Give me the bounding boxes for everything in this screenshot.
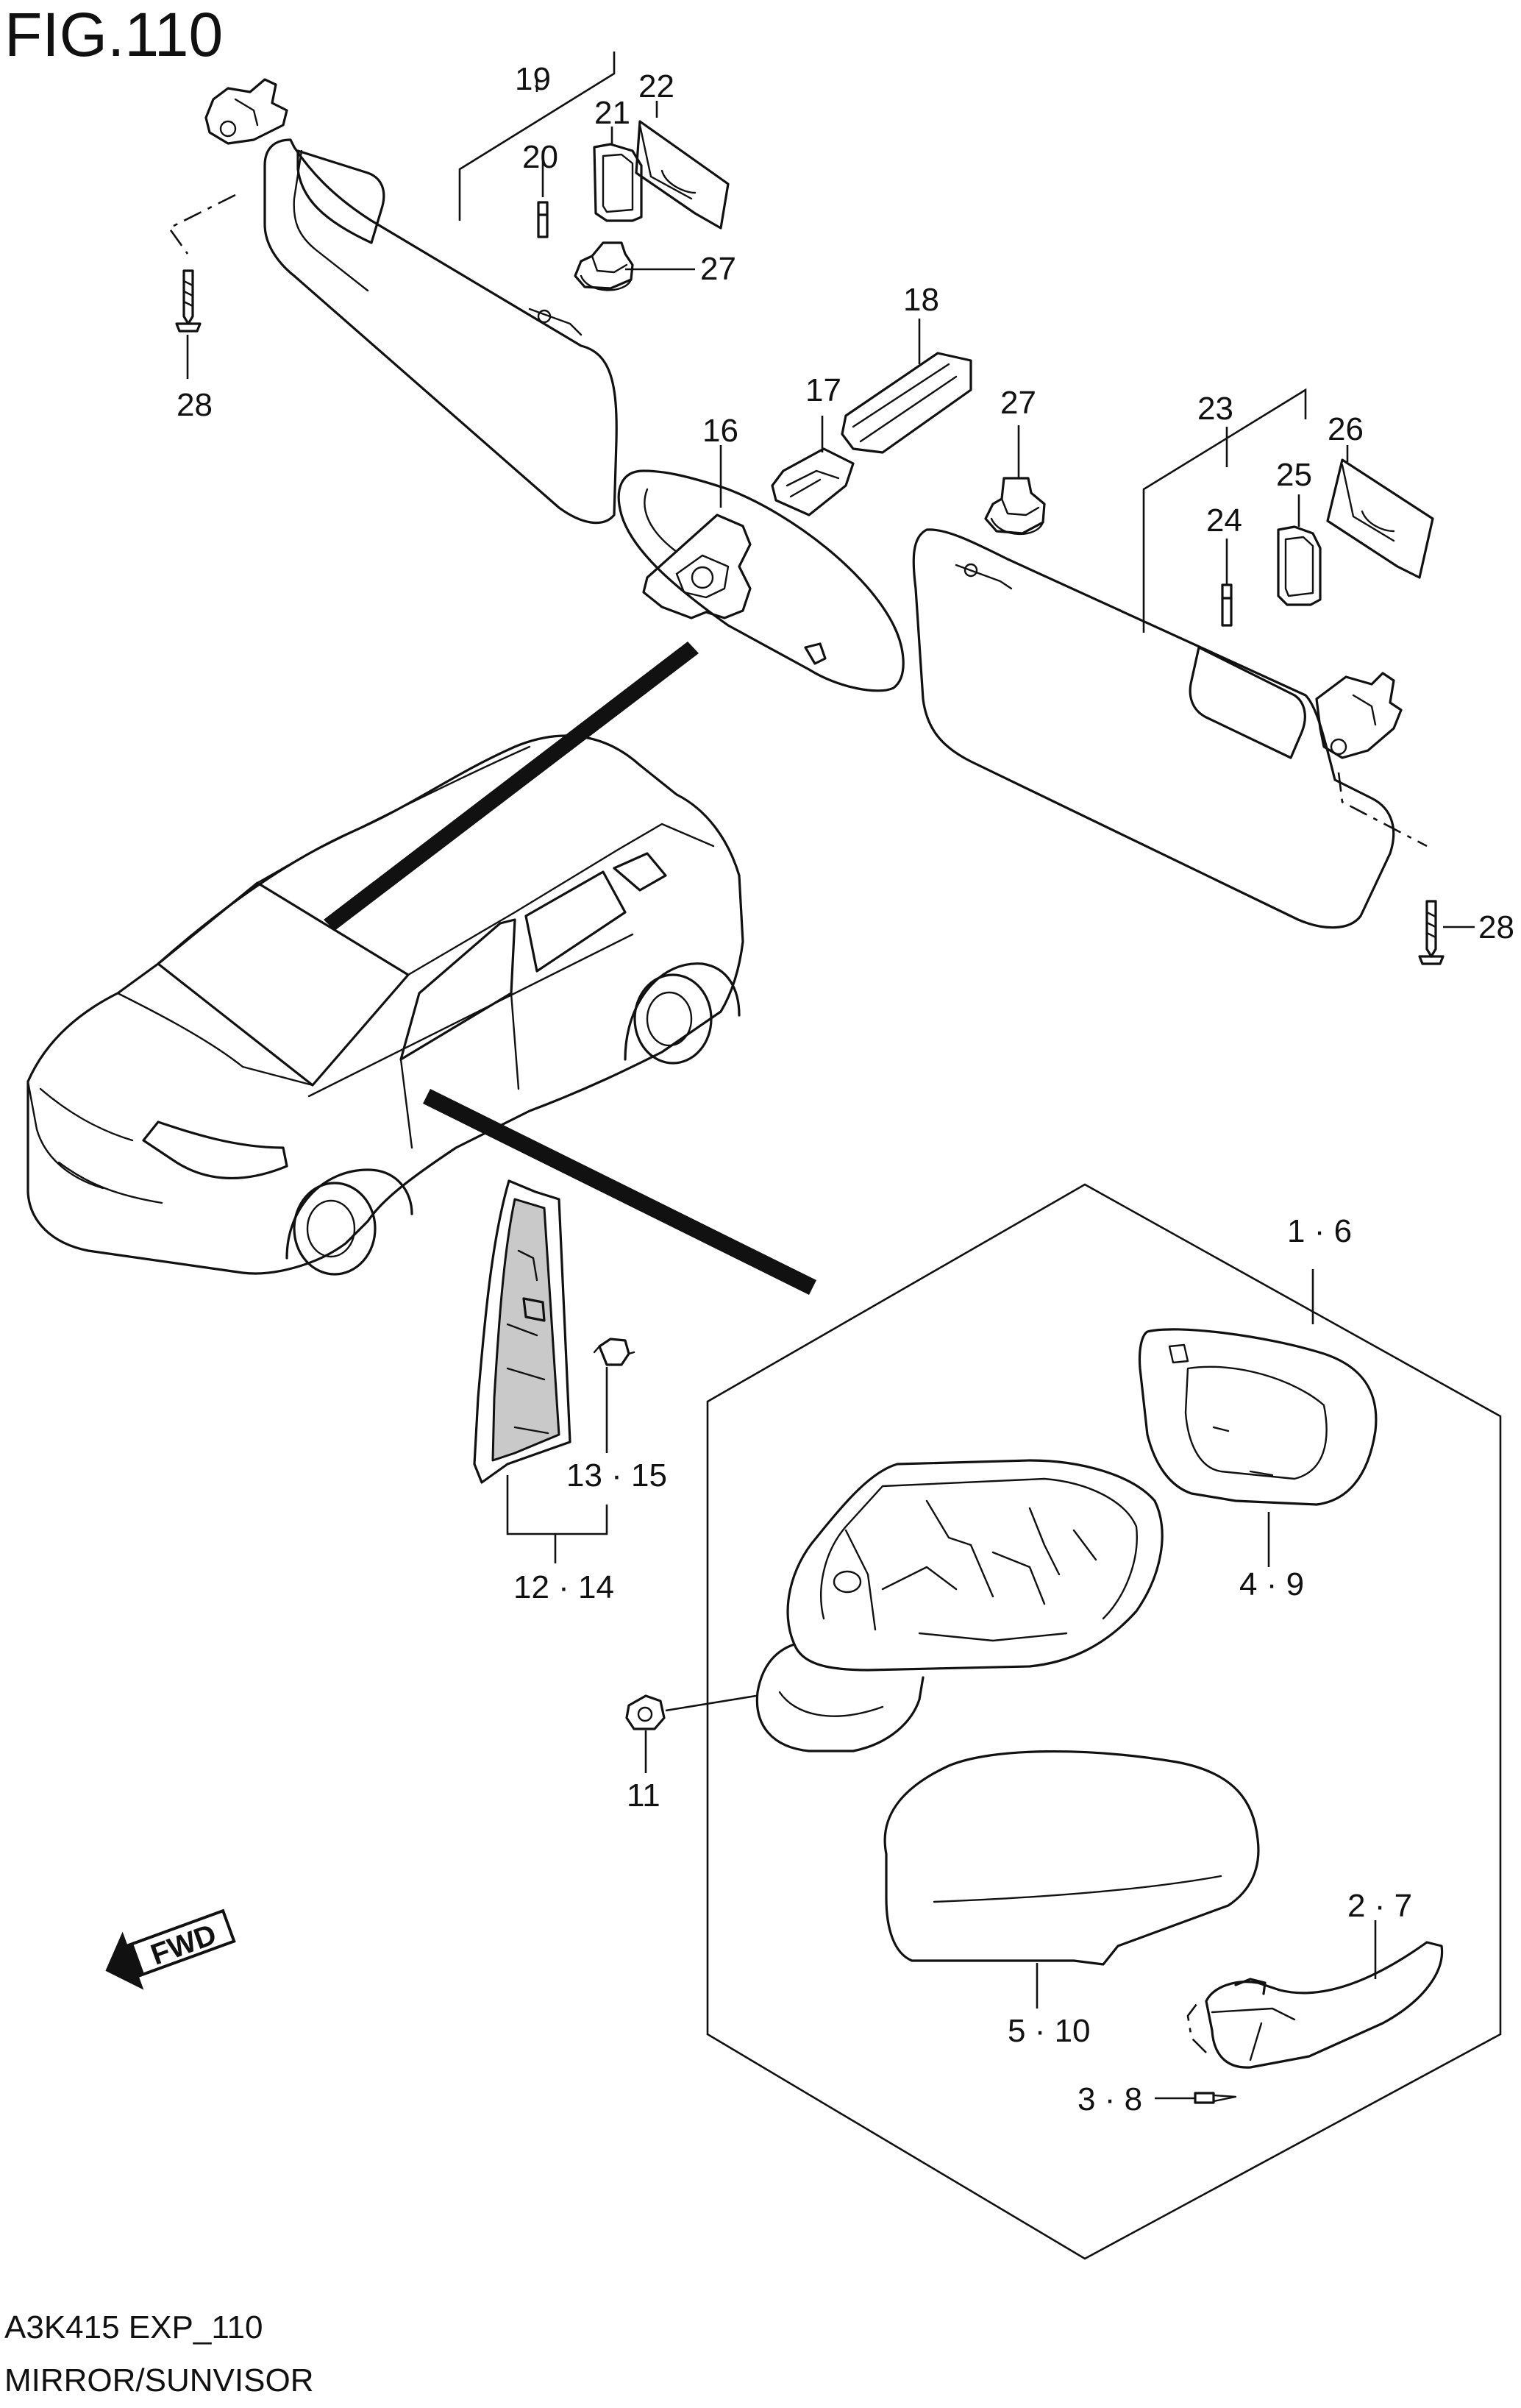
pin-24 <box>1221 583 1233 627</box>
callout-16: 16 <box>702 413 738 449</box>
pin-20 <box>537 201 549 238</box>
turn-signal-lamp <box>1205 1941 1444 2069</box>
callout-17: 17 <box>805 372 841 408</box>
callout-23: 23 <box>1197 391 1233 427</box>
callout-18: 18 <box>903 282 939 318</box>
callout-27-right: 27 <box>1000 385 1036 421</box>
mirror-assembly-frame <box>706 1183 1502 2260</box>
mirror-housing <box>755 1459 1164 1752</box>
callout-26: 26 <box>1328 411 1364 447</box>
callout-5-10: 5 · 10 <box>1008 2013 1091 2049</box>
clip-27-upper <box>574 241 634 291</box>
car-outline <box>26 734 744 1276</box>
callout-20: 20 <box>522 139 558 175</box>
clip-27-right <box>984 477 1046 536</box>
screw-28-right <box>1418 900 1445 965</box>
rear-view-mirror-16 <box>617 469 905 692</box>
figure-title: FIG.110 <box>4 0 223 69</box>
vanity-mirror-26 <box>1326 458 1434 579</box>
fwd-direction-badge: FWD <box>105 1908 236 1990</box>
callout-2-7: 2 · 7 <box>1347 1888 1412 1924</box>
screw-3-8 <box>1194 2092 1237 2104</box>
figure-name: MIRROR/SUNVISOR <box>4 2362 313 2398</box>
callout-22: 22 <box>638 68 674 104</box>
callout-11: 11 <box>627 1777 660 1814</box>
callout-12-14: 12 · 14 <box>513 1569 614 1605</box>
bracket-17 <box>771 447 855 516</box>
inner-garnish <box>473 1179 571 1484</box>
right-sunvisor <box>912 528 1428 929</box>
mirror-frame-21 <box>593 143 643 222</box>
clip-13-15 <box>593 1338 635 1366</box>
callout-19: 19 <box>515 61 551 97</box>
callout-24: 24 <box>1206 502 1242 539</box>
callout-1-6: 1 · 6 <box>1287 1213 1352 1249</box>
callout-13-15: 13 · 15 <box>566 1457 667 1494</box>
vanity-mirror-22 <box>635 120 730 230</box>
cover-18 <box>841 352 972 454</box>
callout-3-8: 3 · 8 <box>1077 2081 1142 2117</box>
mirror-frame-25 <box>1277 525 1322 606</box>
callout-4-9: 4 · 9 <box>1239 1566 1304 1602</box>
callout-28-right: 28 <box>1478 909 1514 945</box>
mirror-cover <box>883 1750 1260 1966</box>
callout-21: 21 <box>594 95 630 131</box>
pointer-mirror <box>324 642 699 931</box>
callout-25: 25 <box>1276 457 1312 493</box>
left-sunvisor <box>168 78 618 525</box>
callout-27-upper: 27 <box>700 251 736 287</box>
pointer-side-mirror <box>423 1089 816 1295</box>
screw-28-left <box>175 269 202 333</box>
callout-28-left: 28 <box>177 387 213 423</box>
figure-code: A3K415 EXP_110 <box>4 2309 263 2345</box>
nut-11 <box>625 1694 666 1730</box>
mirror-glass <box>1138 1328 1378 1506</box>
